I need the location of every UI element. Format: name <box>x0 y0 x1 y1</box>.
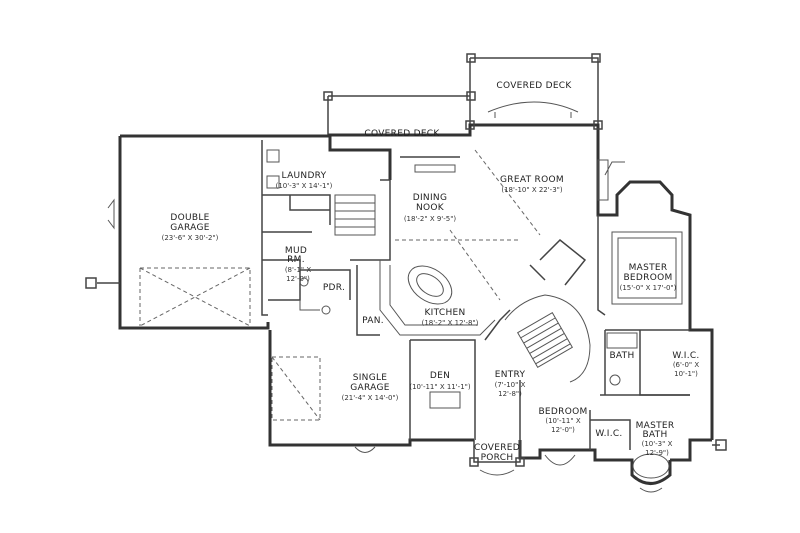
exterior-walls <box>85 53 727 485</box>
bedroom-dim: (10'-11" X <box>545 417 580 425</box>
great-room-dim: (18'-10" X 22'-3") <box>501 186 562 194</box>
double-garage-label: GARAGE <box>170 223 209 233</box>
dining-nook-label: NOOK <box>416 203 445 213</box>
entry-dim: (7'-10" X <box>495 381 526 389</box>
wic-master-dim: (6'-0" X <box>673 361 700 369</box>
entry-dim: 12'-8") <box>498 390 522 398</box>
master-bath-label: BATH <box>642 430 667 440</box>
bedroom-label: BEDROOM <box>538 407 587 417</box>
master-bedroom-label: BEDROOM <box>623 273 672 283</box>
mud-rm-label: MUD <box>285 246 307 256</box>
den-dim: (10'-11" X 11'-1") <box>409 383 470 391</box>
master-bedroom-label: MASTER <box>629 263 668 273</box>
single-garage-label: GARAGE <box>350 383 389 393</box>
interior-walls <box>261 140 690 450</box>
wic-bedroom-label: W.I.C. <box>595 429 622 439</box>
wic-master-dim: 10'-1") <box>674 370 698 378</box>
bath-label: BATH <box>609 351 634 361</box>
laundry-label: LAUNDRY <box>282 171 327 181</box>
room-labels: COVERED DECK COVERED DECK DOUBLE GARAGE … <box>162 81 700 463</box>
master-bedroom-dim: (15'-0" X 17'-0") <box>620 284 677 292</box>
fixtures <box>107 101 683 493</box>
covered-deck-upper-label: COVERED DECK <box>496 81 572 91</box>
laundry-dim: (10'-3" X 14'-1") <box>276 182 333 190</box>
mud-rm-dim: 12'-0") <box>286 275 310 283</box>
double-garage-label: DOUBLE <box>170 213 209 223</box>
single-garage-label: SINGLE <box>353 373 388 383</box>
master-bath-dim: (10'-3" X <box>642 440 673 448</box>
entry-label: ENTRY <box>495 370 526 380</box>
covered-porch-label: COVERED <box>474 443 520 453</box>
pdr-label: PDR. <box>323 283 345 293</box>
kitchen-dim: (18'-2" X 12'-8") <box>422 319 479 327</box>
dining-nook-label: DINING <box>413 193 447 203</box>
bedroom-dim: 12'-0") <box>551 426 575 434</box>
covered-deck-lower-label: COVERED DECK <box>364 129 440 139</box>
great-room-label: GREAT ROOM <box>500 175 564 185</box>
dining-nook-dim: (18'-2" X 9'-5") <box>404 215 457 223</box>
master-bath-label: MASTER <box>636 421 675 431</box>
mud-rm-label: RM. <box>287 255 305 265</box>
single-garage-dim: (21'-4" X 14'-0") <box>342 394 399 402</box>
wic-master-label: W.I.C. <box>672 351 699 361</box>
den-label: DEN <box>430 371 450 381</box>
double-garage-dim: (23'-6" X 30'-2") <box>162 234 219 242</box>
pan-label: PAN. <box>362 316 384 326</box>
master-bath-dim: 12'-9") <box>645 449 669 457</box>
kitchen-label: KITCHEN <box>424 308 465 318</box>
covered-porch-label: PORCH <box>481 453 514 463</box>
mud-rm-dim: (8'-1" X <box>285 266 312 274</box>
